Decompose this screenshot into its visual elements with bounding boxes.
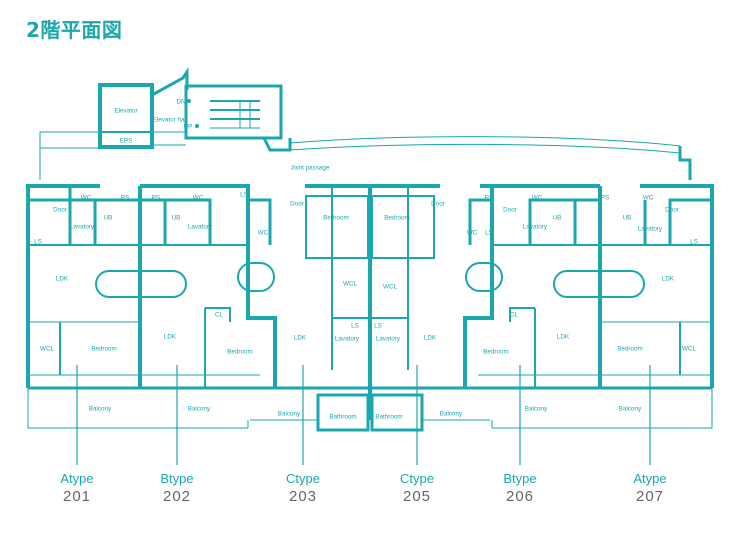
unit-type-label: Btype	[160, 471, 194, 486]
room-label: Bathroom	[329, 414, 356, 421]
unit-number-label: 206	[505, 488, 535, 505]
room-label: LDK	[662, 276, 675, 283]
room-label: Door	[53, 207, 67, 214]
room-label: UB	[104, 215, 113, 222]
room-label: Bathroom	[375, 414, 402, 421]
unit-number-label: 202	[162, 488, 192, 505]
unit-number-label: 203	[288, 488, 318, 505]
room-label: WCL	[383, 284, 397, 291]
room-label: UB	[172, 215, 181, 222]
room-label: Balcony	[188, 406, 211, 413]
stair-core	[39, 67, 692, 180]
room-label: Lavatory	[376, 336, 401, 343]
room-label: Balcony	[619, 406, 642, 413]
room-label: Lavatory	[638, 226, 663, 233]
unit-type-label: Atype	[633, 471, 667, 486]
unit-number-label: 201	[62, 488, 92, 505]
room-label: WC	[258, 230, 269, 237]
room-label: Door	[503, 207, 517, 214]
room-label: Bedroom	[483, 349, 509, 356]
room-label: LDK	[424, 335, 437, 342]
unit-number-label: 207	[635, 488, 665, 505]
room-label: PS	[152, 195, 160, 202]
room-label: WC	[532, 195, 543, 202]
room-label: CL	[215, 312, 224, 319]
room-label: WC	[81, 195, 92, 202]
unit-type-label: Btype	[503, 471, 537, 486]
room-label: LDK	[56, 276, 69, 283]
interior-walls	[28, 185, 712, 388]
room-label: Bedroom	[323, 215, 349, 222]
room-label: CL	[510, 312, 519, 319]
unit-type-label: Ctype	[286, 471, 320, 486]
room-label: WC	[643, 195, 654, 202]
room-label: UB	[553, 215, 562, 222]
room-label: LS	[374, 323, 382, 330]
room-label: WCL	[40, 346, 54, 353]
room-label: Door	[431, 201, 445, 208]
room-label: WC	[193, 195, 204, 202]
room-label: Balcony	[89, 406, 112, 413]
room-label: Bedroom	[384, 215, 410, 222]
room-label: WCL	[682, 346, 696, 353]
room-label: Lavatory	[188, 224, 213, 231]
room-label: LS	[34, 239, 42, 246]
room-label: LDK	[164, 334, 177, 341]
room-label: Lavatory	[70, 224, 95, 231]
room-label: UB	[623, 215, 632, 222]
room-label: Bedroom	[91, 346, 117, 353]
room-label: Balcony	[278, 411, 301, 418]
unit-pointer-lines	[76, 365, 651, 465]
building-walls	[26, 184, 714, 432]
room-label: Balcony	[525, 406, 548, 413]
room-label: LS	[351, 323, 359, 330]
room-label: PS	[121, 195, 129, 202]
room-label: Lavatory	[335, 336, 360, 343]
room-label: Lavatory	[523, 224, 548, 231]
room-label: LS	[690, 239, 698, 246]
room-label: UP	[184, 124, 193, 131]
room-label: LS	[485, 230, 493, 237]
room-labels: Elevator Elevator hall EPS DN UP Joint p…	[34, 99, 698, 421]
room-label: PS	[485, 195, 493, 202]
room-label: LS	[240, 192, 248, 199]
room-label: PS	[601, 195, 609, 202]
room-label: Joint passage	[291, 165, 330, 172]
room-label: DN	[176, 99, 186, 106]
room-label: Door	[290, 201, 304, 208]
room-label: EPS	[120, 138, 133, 145]
room-label: Elevator	[114, 108, 137, 115]
unit-type-label: Atype	[60, 471, 94, 486]
room-label: Balcony	[440, 411, 463, 418]
page-title: 2階平面図	[26, 18, 123, 42]
room-label: Elevator hall	[153, 117, 188, 124]
room-label: WC	[467, 230, 478, 237]
room-label: Bedroom	[227, 349, 253, 356]
room-label: LDK	[294, 335, 307, 342]
room-label: Door	[665, 207, 679, 214]
unit-number-label: 205	[402, 488, 432, 505]
room-label: Bedroom	[617, 346, 643, 353]
unit-type-label: Ctype	[400, 471, 434, 486]
room-label: LDK	[557, 334, 570, 341]
room-label: WCL	[343, 281, 357, 288]
